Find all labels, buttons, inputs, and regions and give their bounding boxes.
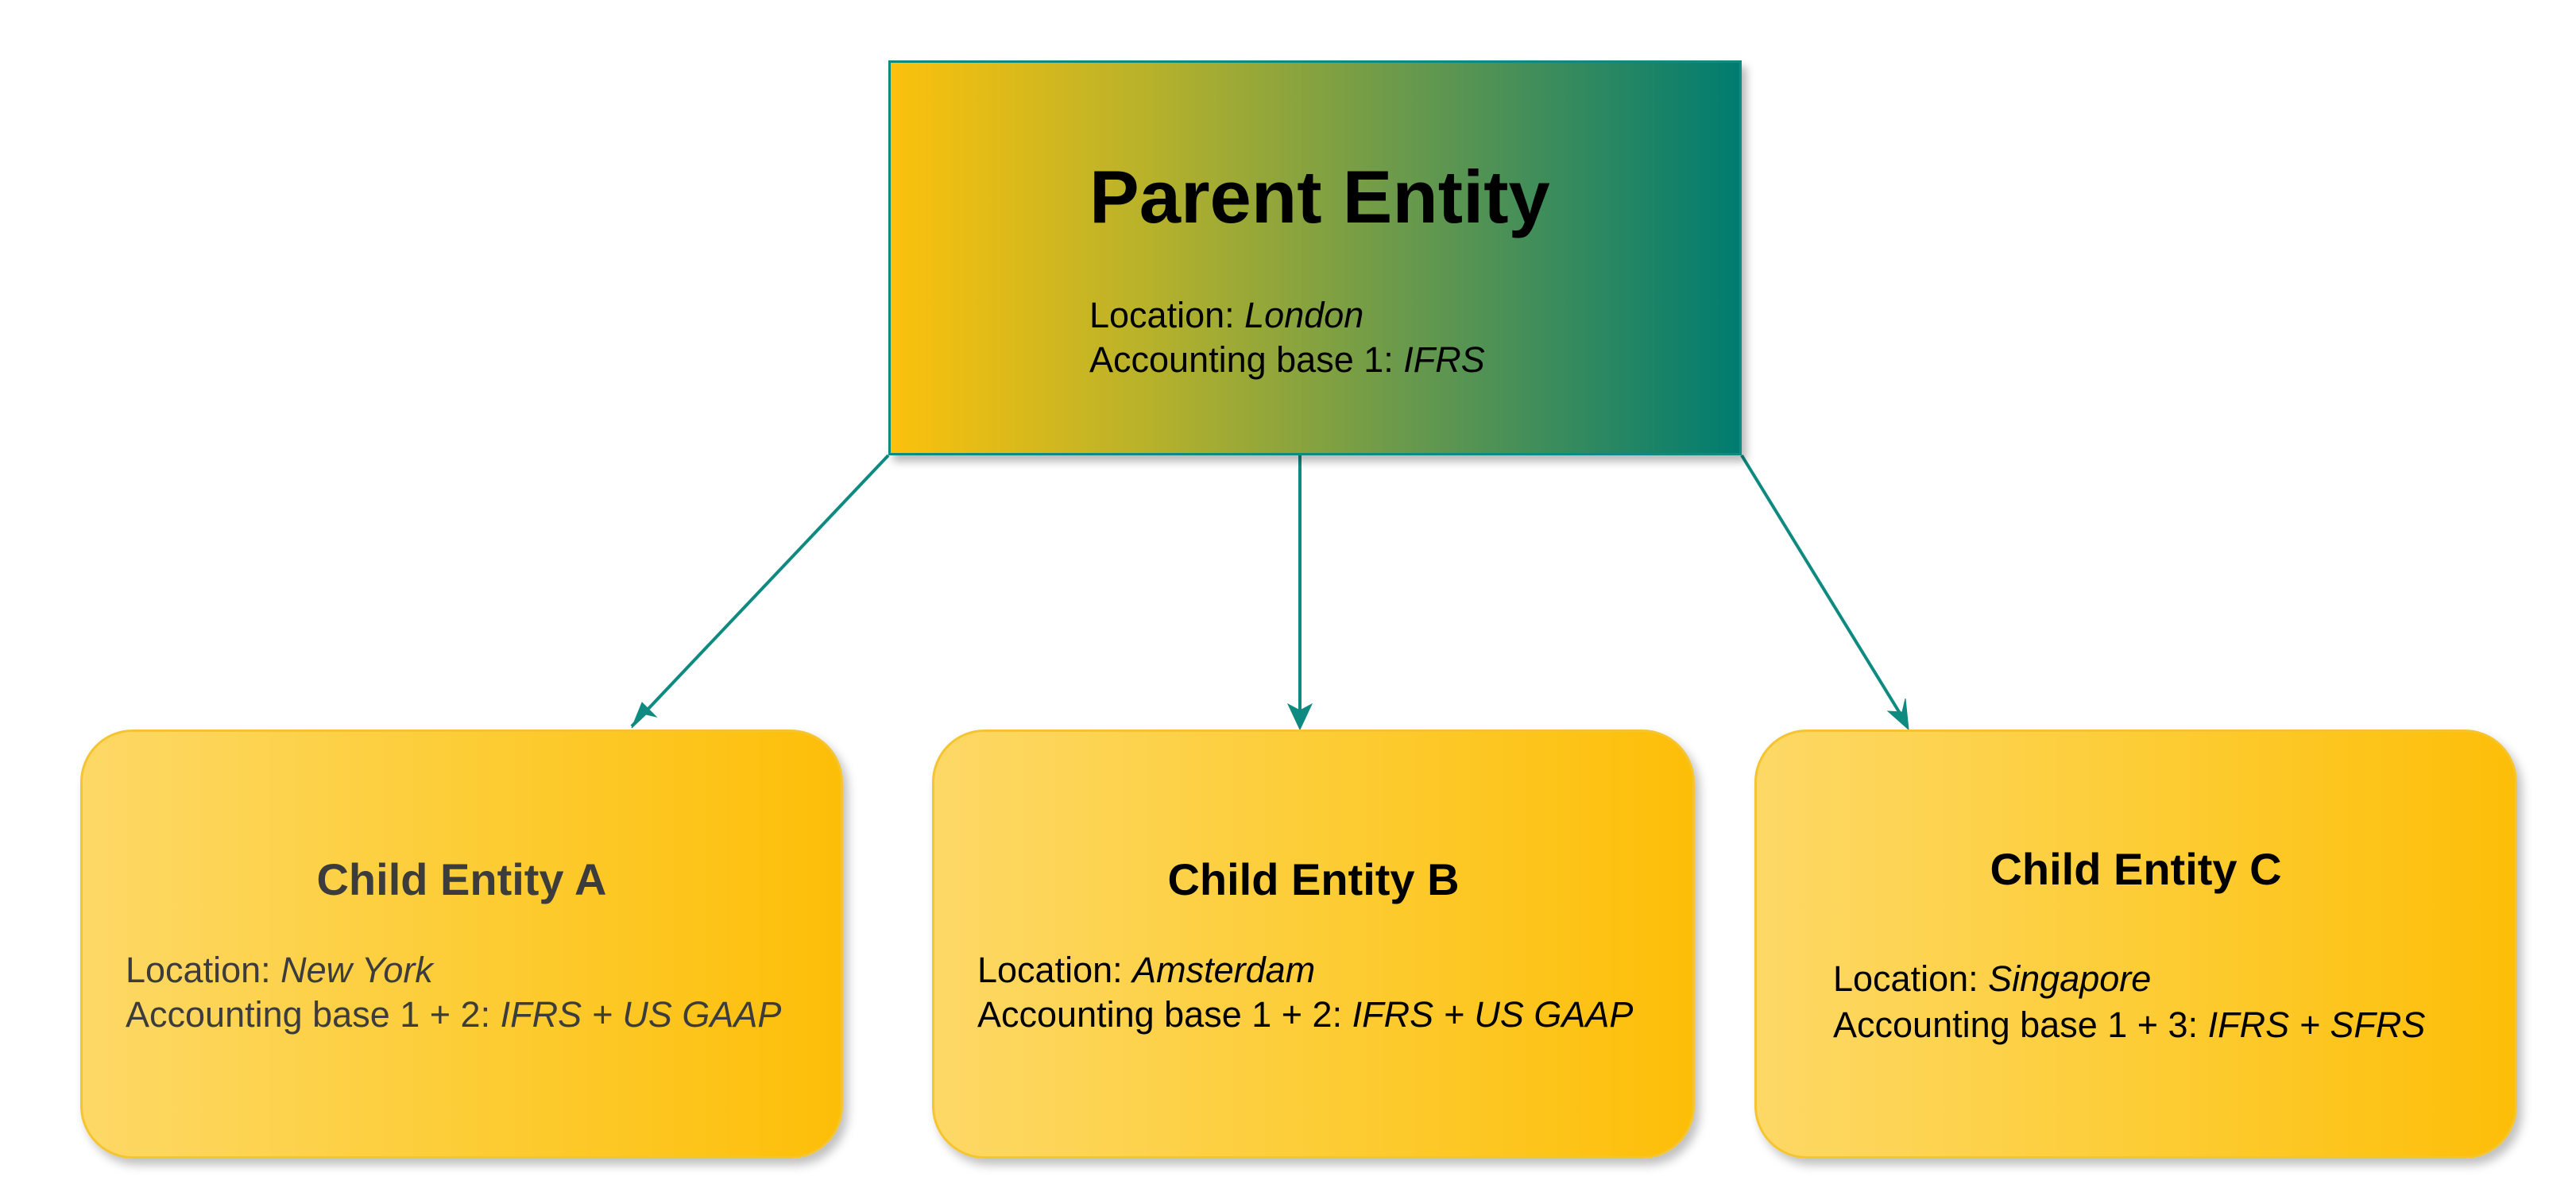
accounting-label: Accounting base 1 + 2: xyxy=(977,994,1352,1035)
arrowhead-child-a xyxy=(631,702,658,729)
parent-entity-title: Parent Entity xyxy=(1089,155,1550,238)
location-label: Location: xyxy=(977,950,1133,990)
accounting-value: IFRS + US GAAP xyxy=(500,994,782,1035)
location-value: Amsterdam xyxy=(1132,950,1316,990)
accounting-value: IFRS + US GAAP xyxy=(1352,994,1634,1035)
location-label: Location: xyxy=(126,950,281,990)
accounting-value: IFRS xyxy=(1403,339,1485,380)
child-location-line: Location: Amsterdam xyxy=(977,948,1633,993)
connector-arrow-child-a xyxy=(630,454,890,728)
child-entity-c-box: Child Entity C Location: Singapore Accou… xyxy=(1754,730,2517,1159)
accounting-label: Accounting base 1 + 2: xyxy=(126,994,501,1035)
location-value: New York xyxy=(280,950,433,990)
arrowhead-child-c xyxy=(1886,698,1909,731)
child-accounting-line: Accounting base 1 + 3: IFRS + SFRS xyxy=(1833,1002,2425,1048)
child-entity-details: Location: New York Accounting base 1 + 2… xyxy=(126,948,781,1037)
parent-entity-box: Parent Entity Location: London Accountin… xyxy=(888,60,1742,455)
parent-entity-details: Location: London Accounting base 1: IFRS xyxy=(1089,293,1485,382)
child-accounting-line: Accounting base 1 + 2: IFRS + US GAAP xyxy=(977,993,1633,1037)
child-entity-title: Child Entity C xyxy=(1990,844,2282,894)
parent-accounting-line: Accounting base 1: IFRS xyxy=(1089,338,1485,382)
arrowhead-child-b xyxy=(1286,703,1313,731)
child-entity-title: Child Entity B xyxy=(1167,854,1460,904)
accounting-value: IFRS + SFRS xyxy=(2207,1004,2426,1045)
child-entity-details: Location: Singapore Accounting base 1 + … xyxy=(1833,956,2425,1048)
location-label: Location: xyxy=(1089,295,1245,335)
child-accounting-line: Accounting base 1 + 2: IFRS + US GAAP xyxy=(126,993,781,1037)
connector-arrow-child-c xyxy=(1740,454,1909,726)
child-location-line: Location: Singapore xyxy=(1833,956,2425,1002)
parent-location-line: Location: London xyxy=(1089,293,1485,338)
accounting-label: Accounting base 1: xyxy=(1089,339,1404,380)
accounting-label: Accounting base 1 + 3: xyxy=(1833,1004,2208,1045)
child-entity-b-box: Child Entity B Location: Amsterdam Accou… xyxy=(932,730,1695,1159)
child-entity-title: Child Entity A xyxy=(316,854,607,904)
child-entity-details: Location: Amsterdam Accounting base 1 + … xyxy=(977,948,1633,1037)
location-label: Location: xyxy=(1833,958,1989,999)
child-location-line: Location: New York xyxy=(126,948,781,993)
location-value: London xyxy=(1244,295,1364,335)
child-entity-a-box: Child Entity A Location: New York Accoun… xyxy=(80,730,843,1159)
location-value: Singapore xyxy=(1988,958,2152,999)
